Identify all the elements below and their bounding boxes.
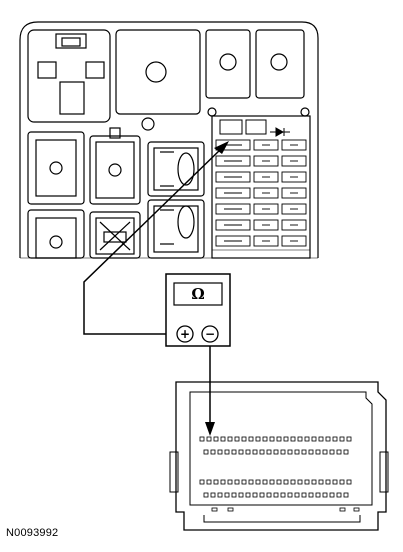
large-relay <box>115 29 201 115</box>
pin-row <box>203 492 349 498</box>
positive-terminal <box>176 325 194 343</box>
meter-display <box>173 282 223 306</box>
fuse-row <box>215 187 307 199</box>
pin-row <box>199 436 352 442</box>
relay-left-lower <box>27 209 85 259</box>
multi-pin-connector <box>27 29 111 123</box>
fuse-row <box>215 219 307 231</box>
probe-arrow-fuse <box>214 141 229 154</box>
fuse-box <box>19 21 319 259</box>
probe-leads <box>83 147 223 430</box>
relay-top-right-1 <box>205 29 251 99</box>
fuse-row <box>215 203 307 215</box>
pin-row <box>203 449 349 455</box>
negative-terminal <box>201 325 219 343</box>
fuse-puller-slot <box>219 119 267 135</box>
relay-mid-lower <box>89 211 141 259</box>
connector-pins <box>199 436 360 512</box>
relay-left-upper <box>27 131 85 205</box>
mini-fuse-upper <box>147 141 205 197</box>
relay-top-right-2 <box>255 29 305 99</box>
diode-symbol <box>270 127 290 137</box>
fuse-row <box>215 139 307 151</box>
figure-id: N0093992 <box>6 527 59 539</box>
ohmmeter: Ω + − <box>165 273 231 347</box>
positive-terminal-label: + <box>180 327 190 341</box>
pin-row-sparse <box>211 507 360 512</box>
fuse-panel <box>211 115 311 259</box>
ohm-symbol: Ω <box>191 285 204 303</box>
fuse-rows <box>215 139 307 247</box>
relay-mid-upper <box>89 127 141 205</box>
probe-arrow-connector <box>205 422 215 436</box>
module-connector <box>169 381 389 531</box>
fuse-row <box>215 155 307 167</box>
fuse-row <box>215 171 307 183</box>
pin-row <box>199 479 352 485</box>
negative-terminal-label: − <box>205 327 215 341</box>
fuse-row <box>215 235 307 247</box>
mini-fuse-lower <box>147 199 205 259</box>
